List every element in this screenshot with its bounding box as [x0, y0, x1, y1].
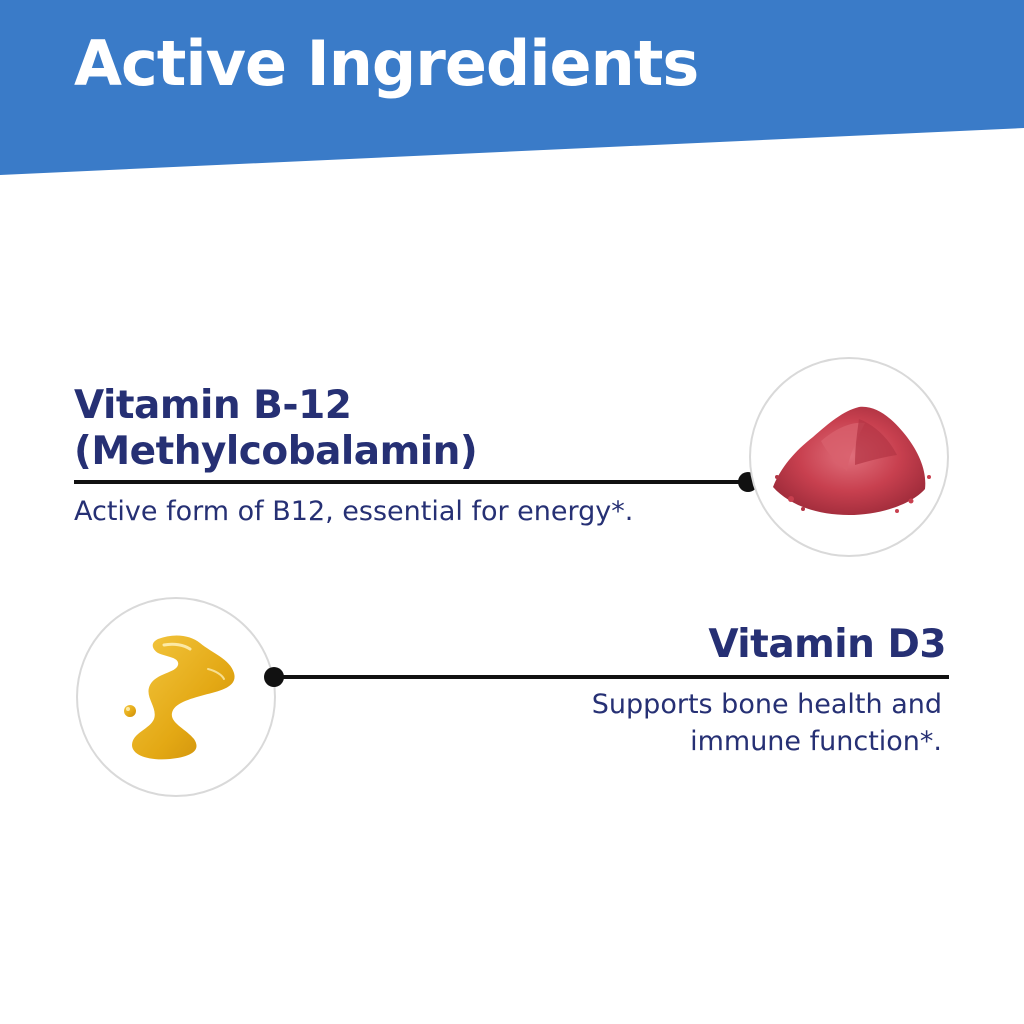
connector-line [274, 675, 949, 679]
ingredient-subname: (Methylcobalamin) [74, 429, 478, 475]
description-line: immune function*. [690, 725, 942, 757]
ingredient-description-d3: Supports bone health and immune function… [502, 687, 942, 761]
header-background [0, 0, 1024, 175]
description-line: Supports bone health and [591, 689, 942, 720]
oil-droplet-icon [76, 597, 276, 797]
header-banner [0, 0, 1024, 180]
ingredient-title-d3: Vitamin D3 [708, 622, 946, 667]
ingredient-title-b12: Vitamin B-12 (Methylcobalamin) [74, 383, 714, 475]
ingredient-name: Vitamin B-12 [74, 383, 352, 428]
red-powder-icon [749, 357, 949, 557]
connector-line [74, 480, 748, 484]
ingredient-description-b12: Active form of B12, essential for energy… [74, 496, 634, 527]
page-title: Active Ingredients [74, 27, 699, 100]
